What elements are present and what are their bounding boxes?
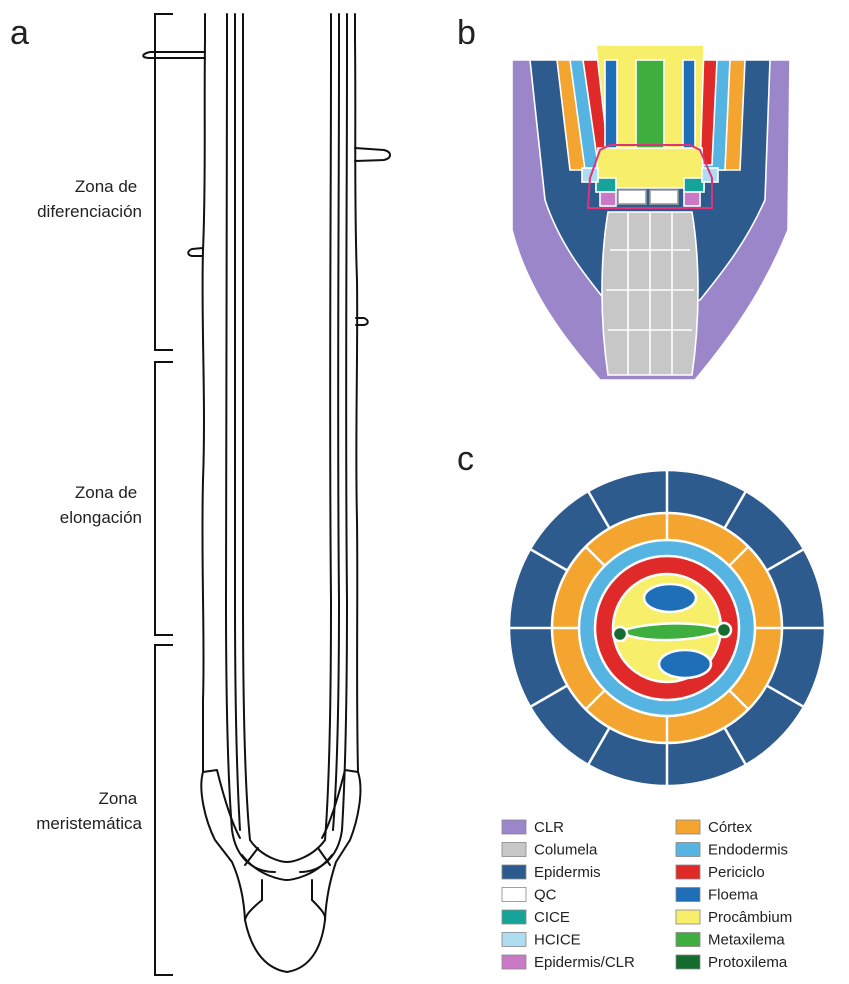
panel-a-letter: a: [10, 14, 29, 52]
zone-meristematic-line2: meristemática: [36, 814, 142, 833]
legend-item-periciclo: Periciclo: [676, 864, 765, 881]
zone-differentiation-label: Zona de diferenciación: [37, 177, 142, 221]
root-hair-2: [355, 148, 390, 161]
legend-swatch: [502, 888, 526, 902]
vascular-line-5: [333, 14, 339, 830]
root-outer-left-edge: [202, 14, 205, 772]
epidermis-clr-right: [684, 192, 700, 206]
legend-label: Periciclo: [708, 864, 765, 881]
cice-right: [684, 178, 704, 192]
legend-item-columela: Columela: [502, 842, 598, 859]
legend-swatch: [502, 820, 526, 834]
cice-left: [596, 178, 616, 192]
meristem-arc-1: [250, 840, 325, 862]
zone-differentiation-line1: Zona de: [75, 177, 137, 196]
legend-item-clr: CLR: [502, 819, 564, 836]
zone-elongation-line1: Zona de: [75, 483, 137, 502]
cap-inner-walls: [262, 880, 312, 900]
legend-swatch: [676, 933, 700, 947]
legend-swatch: [502, 955, 526, 969]
vascular-line-4: [325, 14, 331, 840]
cross-protoxylem-right: [717, 623, 731, 637]
legend-swatch: [676, 843, 700, 857]
vascular-line-3: [243, 14, 250, 840]
phloem-right: [683, 60, 695, 155]
legend-label: Floema: [708, 887, 759, 904]
legend-label: Procâmbium: [708, 909, 792, 926]
zone-differentiation-line2: diferenciación: [37, 202, 142, 221]
zone-elongation-label: Zona de elongación: [60, 483, 142, 527]
legend-label: QC: [534, 887, 557, 904]
legend-item-epidermis: Epidermis: [502, 864, 601, 881]
longitudinal-section-drawing: [512, 45, 790, 380]
legend-swatch: [676, 865, 700, 879]
bracket-meristematic: [155, 645, 173, 975]
bracket-differentiation: [155, 14, 173, 350]
legend-label: Córtex: [708, 819, 753, 836]
phloem-left: [605, 60, 617, 155]
legend-item-metaxilema: Metaxilema: [676, 932, 785, 949]
legend-label: Metaxilema: [708, 932, 785, 949]
legend-item-qc: QC: [502, 887, 557, 904]
root-hair-1: [143, 52, 205, 58]
root-outline-drawing: [143, 14, 390, 972]
vascular-line-6: [300, 14, 347, 872]
cap-left-flank: [203, 770, 240, 838]
cap-tip-walls: [245, 900, 325, 920]
legend-item-c-rtex: Córtex: [676, 819, 753, 836]
legend-swatch: [676, 955, 700, 969]
root-cap-tip: [245, 920, 325, 972]
legend-item-proc-mbium: Procâmbium: [676, 909, 792, 926]
zone-elongation-line2: elongación: [60, 508, 142, 527]
legend-swatch: [502, 843, 526, 857]
legend-item-epidermis-clr: Epidermis/CLR: [502, 954, 635, 971]
legend-label: Epidermis: [534, 864, 601, 881]
legend-item-protoxilema: Protoxilema: [676, 954, 788, 971]
legend-label: CICE: [534, 909, 570, 926]
legend-swatch: [502, 933, 526, 947]
qc-cell-right: [650, 190, 678, 204]
bracket-elongation: [155, 362, 173, 635]
meristem-arc-2: [242, 855, 332, 880]
metaxylem-column: [636, 60, 664, 155]
panel-c-letter: c: [457, 440, 474, 478]
legend-swatch: [502, 910, 526, 924]
legend-label: Protoxilema: [708, 954, 788, 971]
legend-label: Columela: [534, 842, 598, 859]
legend-swatch: [676, 910, 700, 924]
legend-swatch: [502, 865, 526, 879]
qc-cell-left: [618, 190, 646, 204]
cross-phloem-bottom: [659, 650, 711, 678]
legend-right-column: CórtexEndodermisPericicloFloemaProcâmbiu…: [676, 819, 792, 971]
legend-swatch: [676, 888, 700, 902]
legend-label: HCICE: [534, 932, 581, 949]
legend-item-endodermis: Endodermis: [676, 842, 788, 859]
zone-meristematic-label: Zona meristemática: [36, 789, 142, 833]
cross-protoxylem-left: [613, 627, 627, 641]
cap-right-outer: [325, 772, 360, 920]
legend-label: Epidermis/CLR: [534, 954, 635, 971]
panel-b-letter: b: [457, 14, 476, 52]
vascular-line-1: [226, 14, 275, 872]
legend-item-cice: CICE: [502, 909, 570, 926]
zone-brackets: [155, 14, 173, 975]
legend-label: CLR: [534, 819, 564, 836]
cross-phloem-top: [644, 584, 696, 612]
vascular-line-2: [235, 14, 240, 830]
legend-label: Endodermis: [708, 842, 788, 859]
zone-meristematic-line1: Zona: [99, 789, 138, 808]
legend-item-floema: Floema: [676, 887, 759, 904]
root-hair-3: [188, 248, 203, 256]
root-outer-right-edge: [355, 14, 358, 772]
legend-item-hcice: HCICE: [502, 932, 581, 949]
epidermis-clr-left: [600, 192, 616, 206]
cross-section-drawing: [509, 470, 825, 786]
legend-swatch: [676, 820, 700, 834]
